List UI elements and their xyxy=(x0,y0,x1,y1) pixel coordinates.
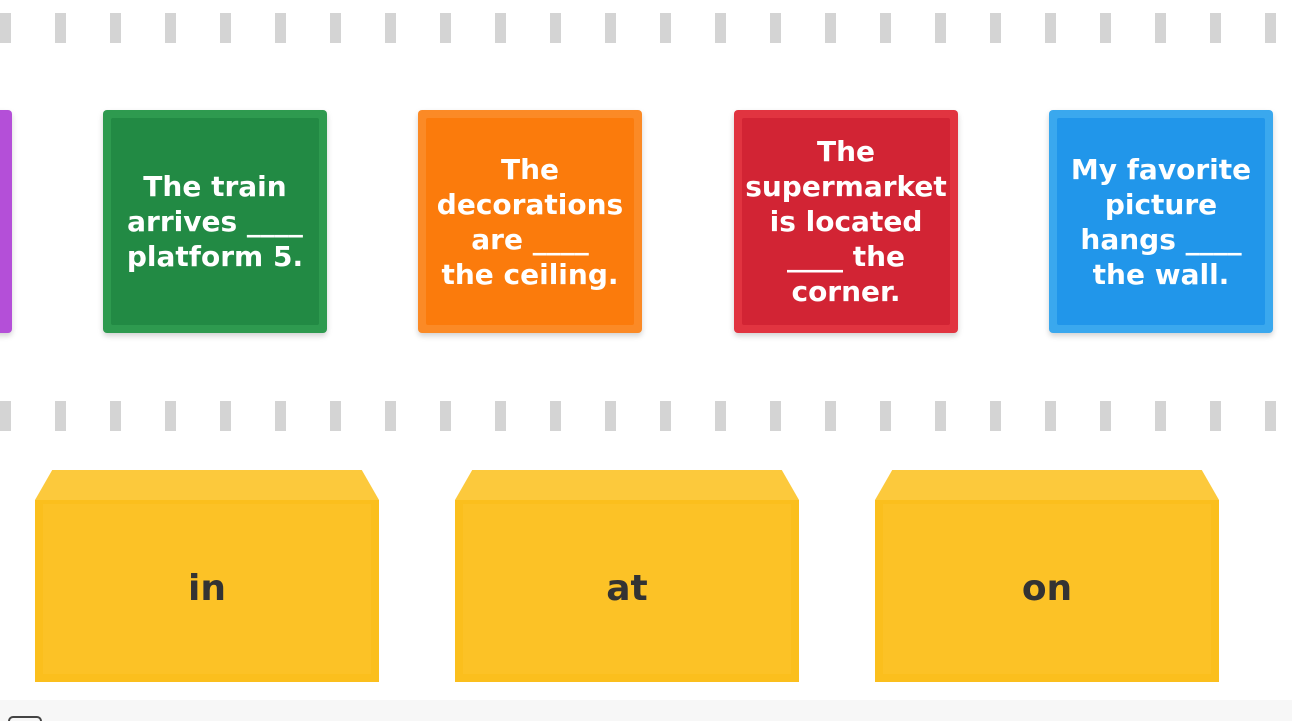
strip-dash xyxy=(385,13,396,43)
strip-dash xyxy=(880,13,891,43)
answer-tile-on-label: on xyxy=(1021,567,1073,609)
strip-dash xyxy=(770,401,781,431)
question-card-3-text: The supermarket is located ____ the corn… xyxy=(745,135,947,308)
strip-dash xyxy=(495,13,506,43)
answer-tile-on-face xyxy=(883,504,1211,674)
strip-dash xyxy=(1100,401,1111,431)
question-card-2[interactable]: The decorations are ____ the ceiling. xyxy=(418,110,642,333)
strip-dash xyxy=(825,401,836,431)
question-card-0-face xyxy=(0,118,4,325)
strip-dash xyxy=(1100,13,1111,43)
strip-dash xyxy=(550,13,561,43)
question-card-4-face: My favorite picture hangs ____ the wall. xyxy=(1057,118,1265,325)
strip-dash xyxy=(990,13,1001,43)
answer-tile-on[interactable]: on xyxy=(875,470,1219,682)
strip-dash xyxy=(605,13,616,43)
strip-dash xyxy=(935,401,946,431)
question-card-1-face: The train arrives ____ platform 5. xyxy=(111,118,319,325)
answer-tile-at-body: at xyxy=(455,500,799,682)
strip-dash xyxy=(605,401,616,431)
strip-dash xyxy=(660,13,671,43)
strip-dash xyxy=(0,13,11,43)
strip-dash xyxy=(55,401,66,431)
question-card-3-face: The supermarket is located ____ the corn… xyxy=(742,118,950,325)
strip-dash xyxy=(1265,401,1276,431)
strip-dash xyxy=(165,401,176,431)
strip-dash xyxy=(825,13,836,43)
menu-toggle-icon[interactable] xyxy=(8,716,42,721)
strip-dash xyxy=(330,401,341,431)
strip-dash xyxy=(770,13,781,43)
answer-tile-at[interactable]: at xyxy=(455,470,799,682)
strip-dash xyxy=(880,401,891,431)
strip-dash xyxy=(220,401,231,431)
strip-dash xyxy=(1155,401,1166,431)
strip-dash xyxy=(1210,401,1221,431)
question-card-0[interactable] xyxy=(0,110,12,333)
strip-dash xyxy=(1265,13,1276,43)
strip-dash xyxy=(110,401,121,431)
strip-dash xyxy=(330,13,341,43)
strip-dash xyxy=(275,13,286,43)
strip-dash xyxy=(110,13,121,43)
question-card-1-text: The train arrives ____ platform 5. xyxy=(126,170,304,273)
strip-dash xyxy=(495,401,506,431)
answer-tile-at-top xyxy=(455,470,799,500)
strip-dash xyxy=(1210,13,1221,43)
question-card-3[interactable]: The supermarket is located ____ the corn… xyxy=(734,110,958,333)
answer-tile-at-label: at xyxy=(606,567,648,609)
strip-dash xyxy=(440,13,451,43)
strip-dash xyxy=(990,401,1001,431)
middle-dash-strip xyxy=(0,401,1292,431)
strip-dash xyxy=(220,13,231,43)
answer-tile-in-face xyxy=(43,504,371,674)
answer-tile-on-top xyxy=(875,470,1219,500)
question-card-1[interactable]: The train arrives ____ platform 5. xyxy=(103,110,327,333)
strip-dash xyxy=(715,13,726,43)
question-card-2-text: The decorations are ____ the ceiling. xyxy=(436,152,624,291)
question-card-4-text: My favorite picture hangs ____ the wall. xyxy=(1070,152,1252,291)
strip-dash xyxy=(935,13,946,43)
strip-dash xyxy=(165,13,176,43)
question-card-4[interactable]: My favorite picture hangs ____ the wall. xyxy=(1049,110,1273,333)
answer-tile-in[interactable]: in xyxy=(35,470,379,682)
answer-tile-in-top xyxy=(35,470,379,500)
answer-tile-on-body: on xyxy=(875,500,1219,682)
strip-dash xyxy=(440,401,451,431)
question-card-2-face: The decorations are ____ the ceiling. xyxy=(426,118,634,325)
answer-tile-in-label: in xyxy=(188,567,226,609)
answer-tile-in-body: in xyxy=(35,500,379,682)
strip-dash xyxy=(55,13,66,43)
strip-dash xyxy=(0,401,11,431)
top-dash-strip xyxy=(0,13,1292,43)
footer-strip xyxy=(0,700,1292,721)
strip-dash xyxy=(1155,13,1166,43)
strip-dash xyxy=(1045,13,1056,43)
strip-dash xyxy=(385,401,396,431)
strip-dash xyxy=(715,401,726,431)
answer-tile-at-face xyxy=(463,504,791,674)
strip-dash xyxy=(660,401,671,431)
strip-dash xyxy=(550,401,561,431)
strip-dash xyxy=(275,401,286,431)
strip-dash xyxy=(1045,401,1056,431)
